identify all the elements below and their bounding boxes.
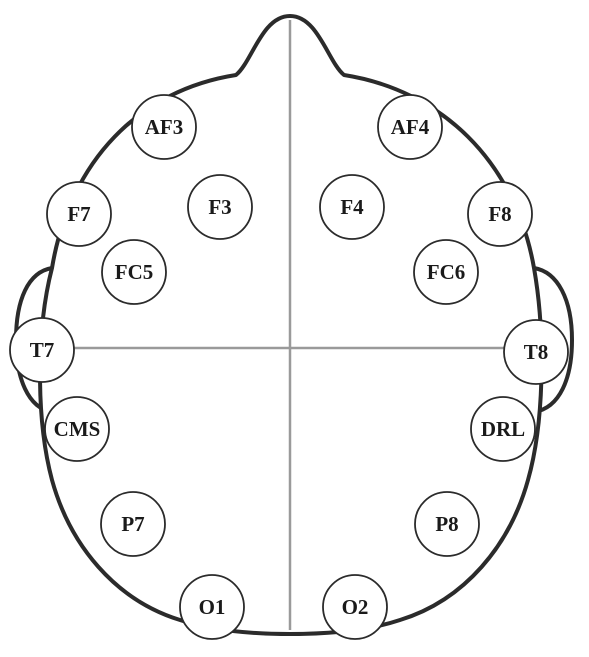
electrode-label: AF3 — [145, 115, 184, 139]
electrode-F4: F4 — [319, 174, 385, 240]
electrode-F3: F3 — [187, 174, 253, 240]
electrode-label: F3 — [208, 195, 231, 219]
electrode-circle — [322, 574, 388, 640]
electrode-circle — [179, 574, 245, 640]
electrode-circle — [413, 239, 479, 305]
electrode-circle — [187, 174, 253, 240]
electrode-F7: F7 — [46, 181, 112, 247]
electrode-AF3: AF3 — [131, 94, 197, 160]
electrode-circle — [377, 94, 443, 160]
electrode-circle — [503, 319, 569, 385]
electrode-circle — [46, 181, 112, 247]
electrode-O1: O1 — [179, 574, 245, 640]
electrode-circle — [44, 396, 110, 462]
electrode-circle — [319, 174, 385, 240]
electrode-circle — [467, 181, 533, 247]
electrode-label: F8 — [488, 202, 511, 226]
electrode-T8: T8 — [503, 319, 569, 385]
electrode-label: F4 — [340, 195, 364, 219]
electrode-CMS: CMS — [44, 396, 110, 462]
electrode-F8: F8 — [467, 181, 533, 247]
electrode-label: O2 — [342, 595, 369, 619]
electrode-label: T8 — [524, 340, 549, 364]
electrode-circle — [101, 239, 167, 305]
electrode-label: F7 — [67, 202, 90, 226]
electrode-label: FC6 — [427, 260, 466, 284]
electrode-label: AF4 — [391, 115, 430, 139]
electrode-FC5: FC5 — [101, 239, 167, 305]
electrode-circle — [9, 317, 75, 383]
electrode-FC6: FC6 — [413, 239, 479, 305]
electrode-AF4: AF4 — [377, 94, 443, 160]
electrode-label: CMS — [54, 417, 101, 441]
electrode-label: P8 — [435, 512, 458, 536]
electrode-circle — [470, 396, 536, 462]
electrode-P7: P7 — [100, 491, 166, 557]
electrode-label: O1 — [199, 595, 226, 619]
electrode-T7: T7 — [9, 317, 75, 383]
electrode-circle — [414, 491, 480, 557]
electrode-circle — [100, 491, 166, 557]
electrode-label: DRL — [481, 417, 525, 441]
electrode-circle — [131, 94, 197, 160]
electrode-DRL: DRL — [470, 396, 536, 462]
electrode-P8: P8 — [414, 491, 480, 557]
electrode-label: FC5 — [115, 260, 154, 284]
electrode-label: P7 — [121, 512, 144, 536]
electrode-O2: O2 — [322, 574, 388, 640]
electrode-label: T7 — [30, 338, 55, 362]
